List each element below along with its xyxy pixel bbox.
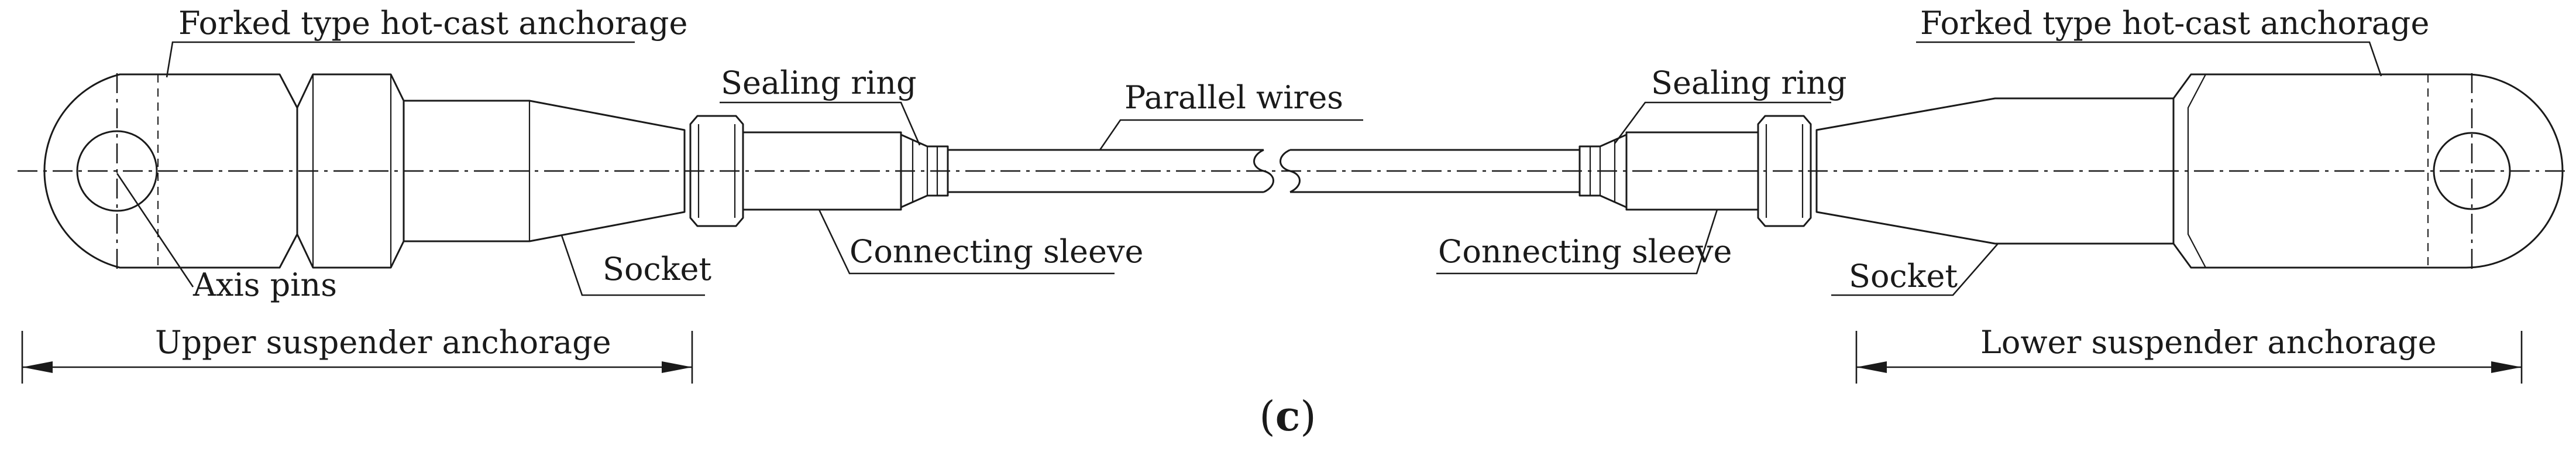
leader-connecting-sleeve-right xyxy=(1436,209,1718,275)
label-connecting-sleeve-right: Connecting sleeve xyxy=(1438,233,1732,270)
right-fork-chamfer-lines xyxy=(2187,74,2206,268)
upper-anchorage-dimension xyxy=(21,331,693,384)
right-forked-anchorage xyxy=(2172,73,2564,269)
label-lower-suspender-anchorage: Lower suspender anchorage xyxy=(1980,324,2437,361)
label-forked-anchorage-left: Forked type hot-cast anchorage xyxy=(178,5,687,42)
label-sealing-ring-right: Sealing ring xyxy=(1651,64,1847,101)
left-collar xyxy=(296,73,405,269)
caption-letter: c xyxy=(1275,392,1301,440)
left-sealing-ring-group xyxy=(689,115,949,227)
left-socket-body xyxy=(404,100,686,242)
label-axis-pins: Axis pins xyxy=(192,266,337,303)
parallel-wires xyxy=(948,149,1580,193)
leader-socket-left xyxy=(560,235,705,296)
leader-socket-right xyxy=(1831,243,1999,296)
left-connecting-sleeve-body xyxy=(742,131,902,211)
lower-dim-arrow-left xyxy=(1856,361,1887,373)
label-forked-anchorage-right: Forked type hot-cast anchorage xyxy=(1920,5,2429,42)
leader-forked-anchorage-right xyxy=(1916,41,2382,77)
leader-sealing-ring-left xyxy=(720,101,921,146)
left-sealing-ring-taper xyxy=(900,134,949,208)
left-fork-eye-outline xyxy=(43,73,298,269)
labels: Forked type hot-cast anchorage Sealing r… xyxy=(155,5,2437,361)
leader-sealing-ring-right xyxy=(1614,101,1831,144)
caption-close-paren: ) xyxy=(1300,392,1316,440)
caption-open-paren: ( xyxy=(1259,392,1275,440)
label-connecting-sleeve-left: Connecting sleeve xyxy=(850,233,1143,270)
leader-axis-pins xyxy=(116,173,194,288)
label-socket-left: Socket xyxy=(603,251,711,288)
leader-lines xyxy=(116,41,2382,296)
right-fork-eye-outline xyxy=(2172,73,2564,269)
label-socket-right: Socket xyxy=(1849,258,1958,295)
left-sealing-ring-nut xyxy=(689,115,744,227)
left-axis-pin-hole xyxy=(76,130,158,212)
wire-break-left xyxy=(1253,149,1274,193)
upper-dim-arrow-left xyxy=(22,361,53,373)
right-sealing-ring-nut xyxy=(1757,115,1812,227)
leader-parallel-wires xyxy=(1099,119,1363,150)
label-sealing-ring-left: Sealing ring xyxy=(721,64,917,101)
wire-break-right xyxy=(1280,149,1301,193)
leader-connecting-sleeve-left xyxy=(818,209,1115,275)
right-axis-pin-hole xyxy=(2433,132,2511,210)
right-sealing-ring-group xyxy=(1578,115,1812,227)
upper-dim-arrow-right xyxy=(662,361,692,373)
label-parallel-wires: Parallel wires xyxy=(1124,79,1343,116)
leader-forked-anchorage-left xyxy=(166,41,635,78)
lower-anchorage-dimension xyxy=(1855,331,2523,384)
label-upper-suspender-anchorage: Upper suspender anchorage xyxy=(155,324,611,361)
lower-dim-arrow-right xyxy=(2491,361,2522,373)
left-socket xyxy=(404,100,686,242)
figure-caption: (c) xyxy=(1259,392,1316,440)
